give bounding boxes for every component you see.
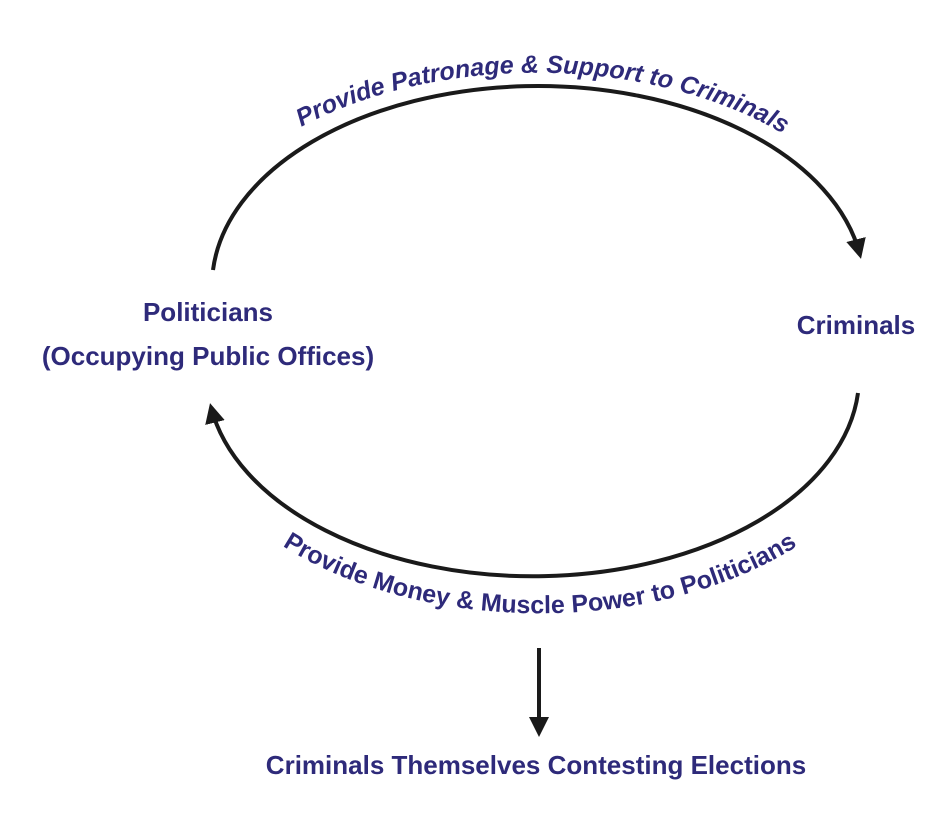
top-edge-label-text: Provide Patronage & Support to Criminals xyxy=(291,51,794,139)
bottom-arrow xyxy=(205,392,860,579)
criminals-label: Criminals xyxy=(797,310,916,340)
top-edge-label: Provide Patronage & Support to Criminals xyxy=(291,51,794,139)
politicians-label: Politicians xyxy=(143,297,273,327)
politicians-sublabel: (Occupying Public Offices) xyxy=(42,341,374,371)
top-arrow xyxy=(211,84,866,271)
outcome-label: Criminals Themselves Contesting Election… xyxy=(266,750,806,780)
